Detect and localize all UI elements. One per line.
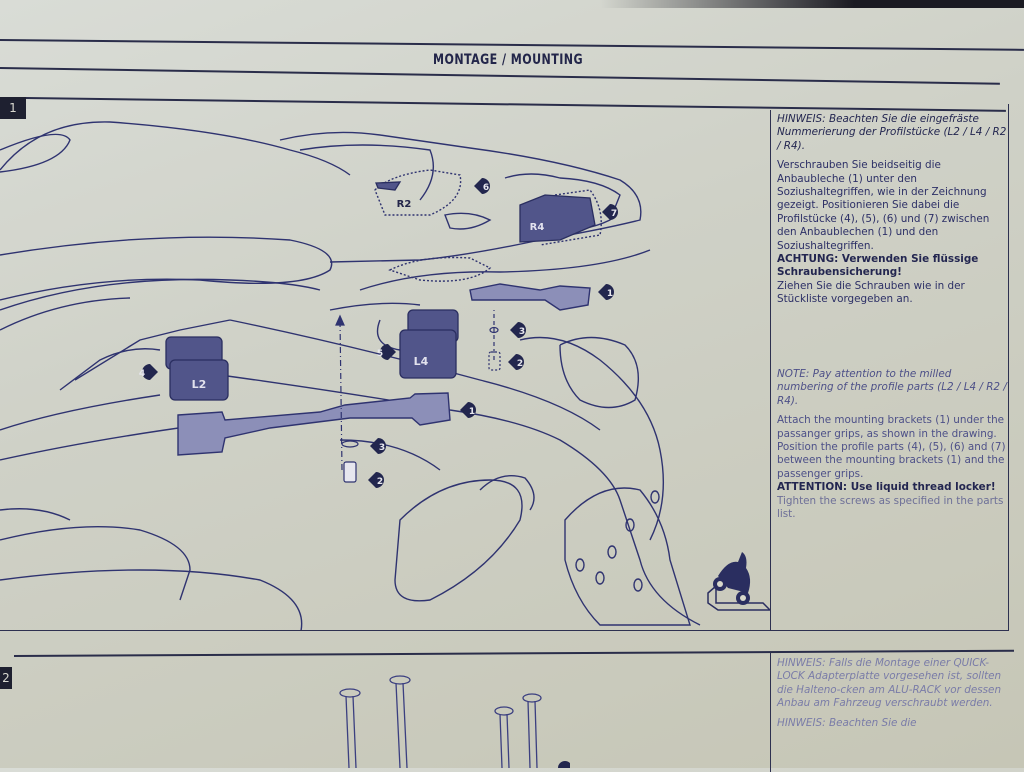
tail-light xyxy=(394,479,523,602)
callout-1-right: 1 xyxy=(607,289,613,299)
step2-note-next: HINWEIS: Beachten Sie die xyxy=(777,716,917,729)
callout-4: 4 xyxy=(139,369,145,379)
profile-part-r4 xyxy=(519,194,596,243)
page-title: MONTAGE / MOUNTING xyxy=(433,52,584,68)
callout-1-left: 1 xyxy=(469,407,475,417)
part-label-r2: R2 xyxy=(397,199,412,210)
callout-3-left: 3 xyxy=(379,443,385,453)
step1-notes-box xyxy=(770,110,1007,630)
note-de-tail: Ziehen Sie die Schrauben wie in der Stüc… xyxy=(777,279,965,306)
note-en-body: Attach the mounting brackets (1) under t… xyxy=(777,414,1006,480)
part-label-l4: L4 xyxy=(414,355,429,368)
callout-2-right: 2 xyxy=(517,359,523,369)
note-en-tail: Tighten the screws as specified in the p… xyxy=(777,494,1004,521)
part-label-r4: R4 xyxy=(530,222,545,233)
callout-6: 6 xyxy=(483,183,489,193)
profile-part-r2-hint xyxy=(375,181,402,191)
mounting-diagram: L2 L4 R4 R2 6 7 1 3 2 5 4 1 3 2 xyxy=(0,121,770,630)
header-rule-top xyxy=(0,39,1024,51)
seat-outline xyxy=(0,121,351,176)
part-label-l2: L2 xyxy=(192,378,207,391)
grip-shape xyxy=(559,336,639,409)
mounting-bracket-left xyxy=(177,392,451,456)
step1-notes-de: HINWEIS: Beachten Sie die eingefräste Nu… xyxy=(777,113,1009,307)
note-de-warning: ACHTUNG: Verwenden Sie flüssige Schraube… xyxy=(777,253,979,279)
side-panel xyxy=(564,487,691,626)
note-de-body: Verschrauben Sie beidseitig die Anbauble… xyxy=(777,159,990,252)
callouts: 6 7 1 3 2 5 4 1 3 2 xyxy=(139,178,618,488)
step2-notes: HINWEIS: Falls die Montage einer QUICK-L… xyxy=(777,657,1009,730)
step1-notes-en: NOTE: Pay attention to the milled number… xyxy=(777,368,1009,521)
motorcycle-on-stand-icon xyxy=(707,552,770,611)
mounting-bracket-right xyxy=(469,283,591,311)
callout-5: 5 xyxy=(377,349,383,359)
note-en-hint: NOTE: Pay attention to the milled number… xyxy=(777,368,1007,407)
step2-diagram xyxy=(339,675,570,768)
note-en-warning: ATTENTION: Use liquid thread locker! xyxy=(777,481,996,494)
step2-note-hint: HINWEIS: Falls die Montage einer QUICK-L… xyxy=(777,657,1002,710)
step2-number-badge: 2 xyxy=(0,667,12,689)
callout-3-right: 3 xyxy=(519,327,525,337)
washer xyxy=(341,440,359,448)
step1-panel xyxy=(0,104,1009,631)
step2-notes-box xyxy=(770,652,1007,772)
screen-edge-shadow xyxy=(600,0,1024,8)
callout-7: 7 xyxy=(611,209,617,219)
screw xyxy=(339,688,361,768)
callout-2-left: 2 xyxy=(377,477,383,487)
screw-ghost xyxy=(488,351,501,371)
screw xyxy=(389,675,411,768)
profile-part-l2 xyxy=(169,359,229,401)
header-rule-bottom xyxy=(0,67,1000,85)
screw xyxy=(343,461,357,483)
profile-part-l4 xyxy=(399,329,457,379)
note-de-hint: HINWEIS: Beachten Sie die eingefräste Nu… xyxy=(777,113,1007,152)
screw xyxy=(522,693,542,768)
assembly-axis-line xyxy=(339,319,343,471)
screw xyxy=(494,706,514,768)
step-number-badge: 1 xyxy=(0,97,26,119)
